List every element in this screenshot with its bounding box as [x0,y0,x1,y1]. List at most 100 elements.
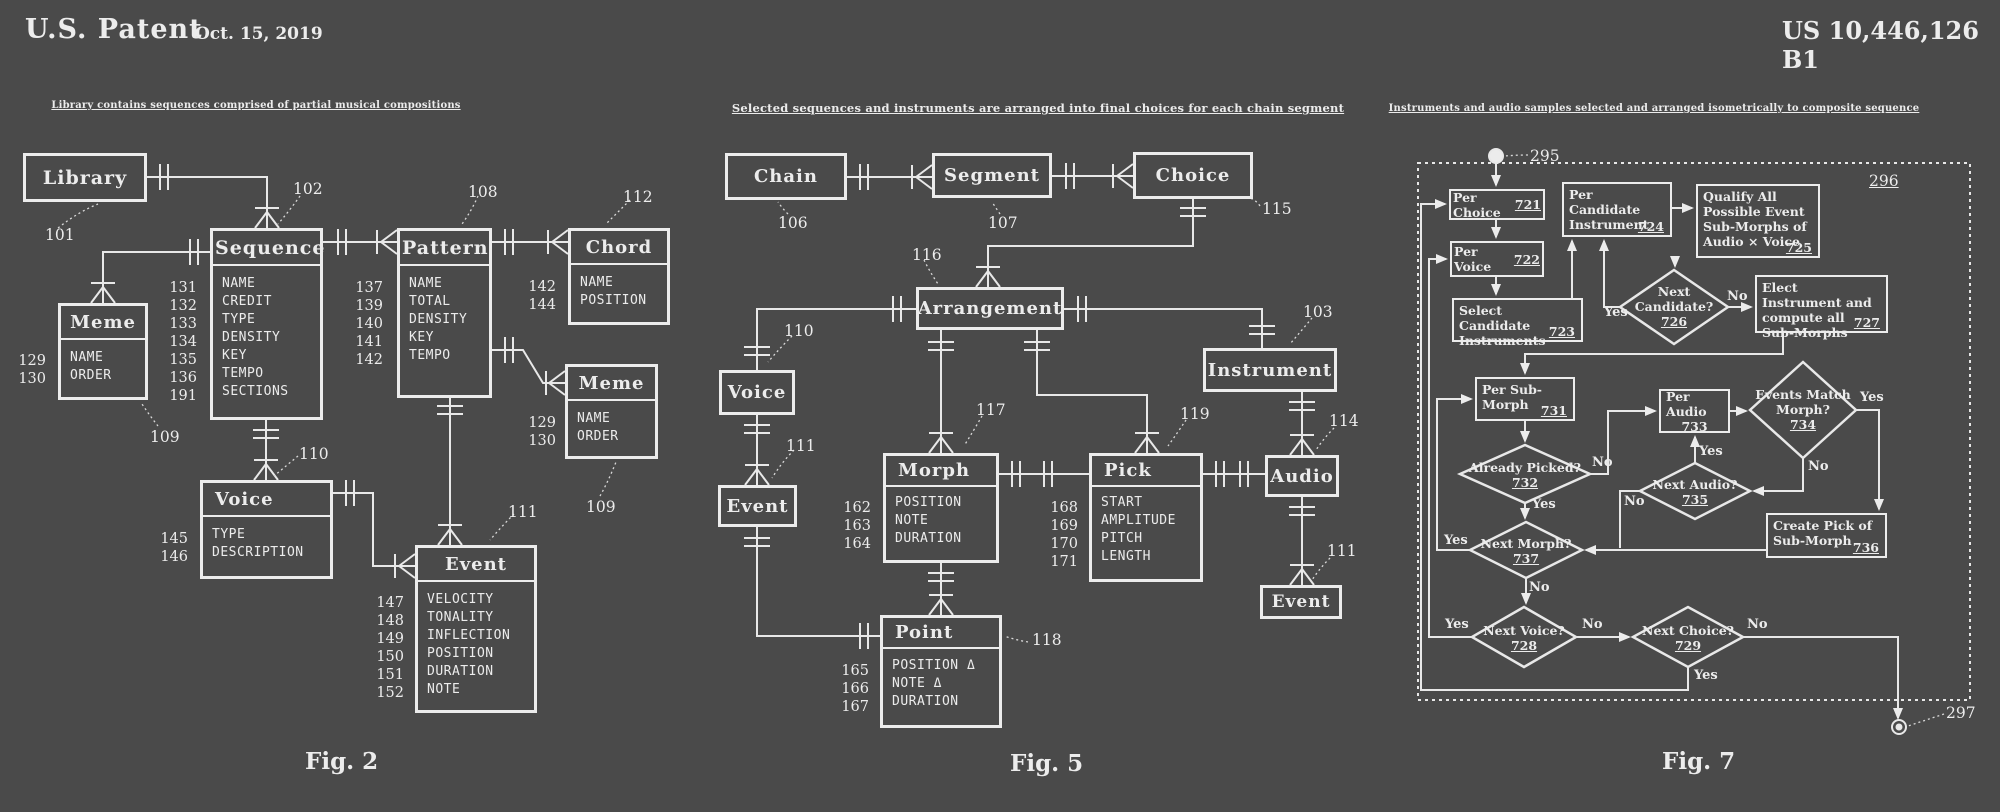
entity-choice: Choice [1133,152,1253,199]
entity-arrangement: Arrangement [916,287,1064,330]
entity-fields: NAMEPOSITION [571,265,667,310]
fig2-label: Fig. 2 [305,748,378,775]
entity-title: Pattern [400,231,489,266]
ref-label-102: 102 [293,180,323,198]
pattern-field-refs: 137139 140141 142 [341,279,383,369]
chord-field-refs: 142144 [514,278,556,314]
entity-title: Voice [728,382,787,403]
entity-fields: STARTAMPLITUDE PITCHLENGTH [1092,487,1200,566]
entity-chain: Chain [725,153,847,200]
fig5-label: Fig. 5 [1010,750,1083,777]
voice-field-refs: 145146 [146,530,188,566]
decision-next-voice: Next Voice?728 [1474,623,1574,653]
entity-instrument: Instrument [1203,348,1337,392]
decision-next-choice: Next Choice?729 [1638,623,1738,653]
flow-box-per-voice: Per Voice722 [1450,241,1544,277]
patent-date: Oct. 15, 2019 [195,24,323,44]
decision-already-picked: Already Picked?732 [1465,460,1585,490]
entity-event: Event VELOCITYTONALITY INFLECTIONPOSITIO… [415,545,537,713]
flow-box-create-pick: Create Pick of Sub-Morph736 [1766,513,1887,558]
ref-label-108: 108 [468,183,498,201]
entity-sequence: Sequence NAMECREDIT TYPEDENSITY KEYTEMPO… [210,228,323,420]
entity-title: Sequence [213,231,320,266]
entity-event-fig5: Event [718,485,797,527]
ref-label-111b: 111 [1327,542,1357,560]
edge-label-no: No [1747,617,1768,632]
entity-title: Audio [1270,466,1333,487]
meme-left-field-refs: 129130 [4,352,46,388]
entity-fields: NAMEORDER [61,340,145,385]
fig7-caption: Instruments and audio samples selected a… [1389,103,1920,114]
flow-box-select-candidate-instruments: Select Candidate Instruments723 [1452,298,1583,342]
entity-audio: Audio [1265,455,1339,497]
entity-voice-fig5: Voice [719,370,795,415]
ref-label-117: 117 [976,401,1006,419]
entity-pick: Pick STARTAMPLITUDE PITCHLENGTH [1089,453,1203,582]
entity-title: Pick [1092,456,1200,487]
edge-label-no: No [1592,455,1613,470]
entity-chord: Chord NAMEPOSITION [568,228,670,325]
ref-label-112: 112 [623,188,653,206]
fig2-caption: Library contains sequences comprised of … [51,100,460,111]
patent-number: US 10,446,126 B1 [1782,16,2000,74]
entity-fields: NAMEORDER [568,401,655,446]
edge-label-no: No [1582,617,1603,632]
start-node [1489,149,1503,163]
entity-title: Event [726,496,788,517]
entity-pattern: Pattern NAMETOTAL DENSITYKEY TEMPO [397,228,492,398]
ref-label-115: 115 [1262,200,1292,218]
entity-title: Instrument [1208,360,1332,381]
flow-box-qualify-sub-morphs: Qualify All Possible Event Sub-Morphs of… [1696,184,1820,258]
decision-next-candidate: Next Candidate?726 [1624,284,1724,329]
entity-title: Arrangement [918,298,1063,319]
pick-field-refs: 168169 170171 [1036,499,1078,571]
edge-label-no: No [1727,289,1748,304]
event-field-refs: 147148 149150 151152 [362,594,404,702]
edge-label-yes: Yes [1604,305,1628,320]
decision-next-morph: Next Morph?737 [1476,536,1576,566]
entity-meme-left: Meme NAMEORDER [58,303,148,400]
edge-label-yes: Yes [1860,390,1884,405]
fig5-caption: Selected sequences and instruments are a… [732,101,1344,115]
ref-label-119: 119 [1180,405,1210,423]
edge-label-yes: Yes [1694,668,1718,683]
edge-label-yes: Yes [1532,497,1556,512]
entity-title: Event [1272,592,1331,612]
entity-event2-fig5: Event [1260,585,1342,619]
edge-label-no: No [1529,580,1550,595]
end-node [1892,720,1906,734]
entity-title: Segment [944,165,1040,186]
entity-title: Chord [571,231,667,265]
ref-label-118: 118 [1032,631,1062,649]
patent-office-label: U.S. Patent [25,14,203,45]
flow-box-per-audio: Per Audio733 [1659,389,1730,433]
ref-label-111-fig5: 111 [786,437,816,455]
entity-title: Meme [568,367,655,401]
entity-meme-right: Meme NAMEORDER [565,364,658,459]
fig7-label: Fig. 7 [1662,748,1735,775]
entity-library: Library [23,153,147,202]
edge-label-yes: Yes [1699,444,1723,459]
flow-box-per-candidate-instrument: Per Candidate Instrument724 [1562,182,1672,237]
entity-title: Point [883,618,999,649]
ref-label-103: 103 [1303,303,1333,321]
entity-point: Point POSITION ΔNOTE Δ DURATION [880,615,1002,728]
entity-segment: Segment [932,153,1052,198]
entity-voice: Voice TYPEDESCRIPTION [200,480,333,579]
ref-label-116: 116 [912,246,942,264]
ref-label-295: 295 [1530,147,1560,165]
meme-right-field-refs: 129130 [514,414,556,450]
decision-events-match-morph: Events Match Morph?734 [1751,387,1855,432]
entity-fields: NAMETOTAL DENSITYKEY TEMPO [400,266,489,365]
ref-label-107: 107 [988,214,1018,232]
ref-label-109-right: 109 [586,498,616,516]
flow-box-per-choice: Per Choice721 [1449,189,1545,220]
entity-fields: VELOCITYTONALITY INFLECTIONPOSITION DURA… [418,582,534,699]
entity-title: Chain [754,166,818,187]
ref-label-114: 114 [1329,412,1359,430]
ref-label-106: 106 [778,214,808,232]
sequence-field-refs: 131132 133134 135136 191 [155,279,197,405]
entity-title: Morph [886,456,996,487]
edge-label-no: No [1624,494,1645,509]
